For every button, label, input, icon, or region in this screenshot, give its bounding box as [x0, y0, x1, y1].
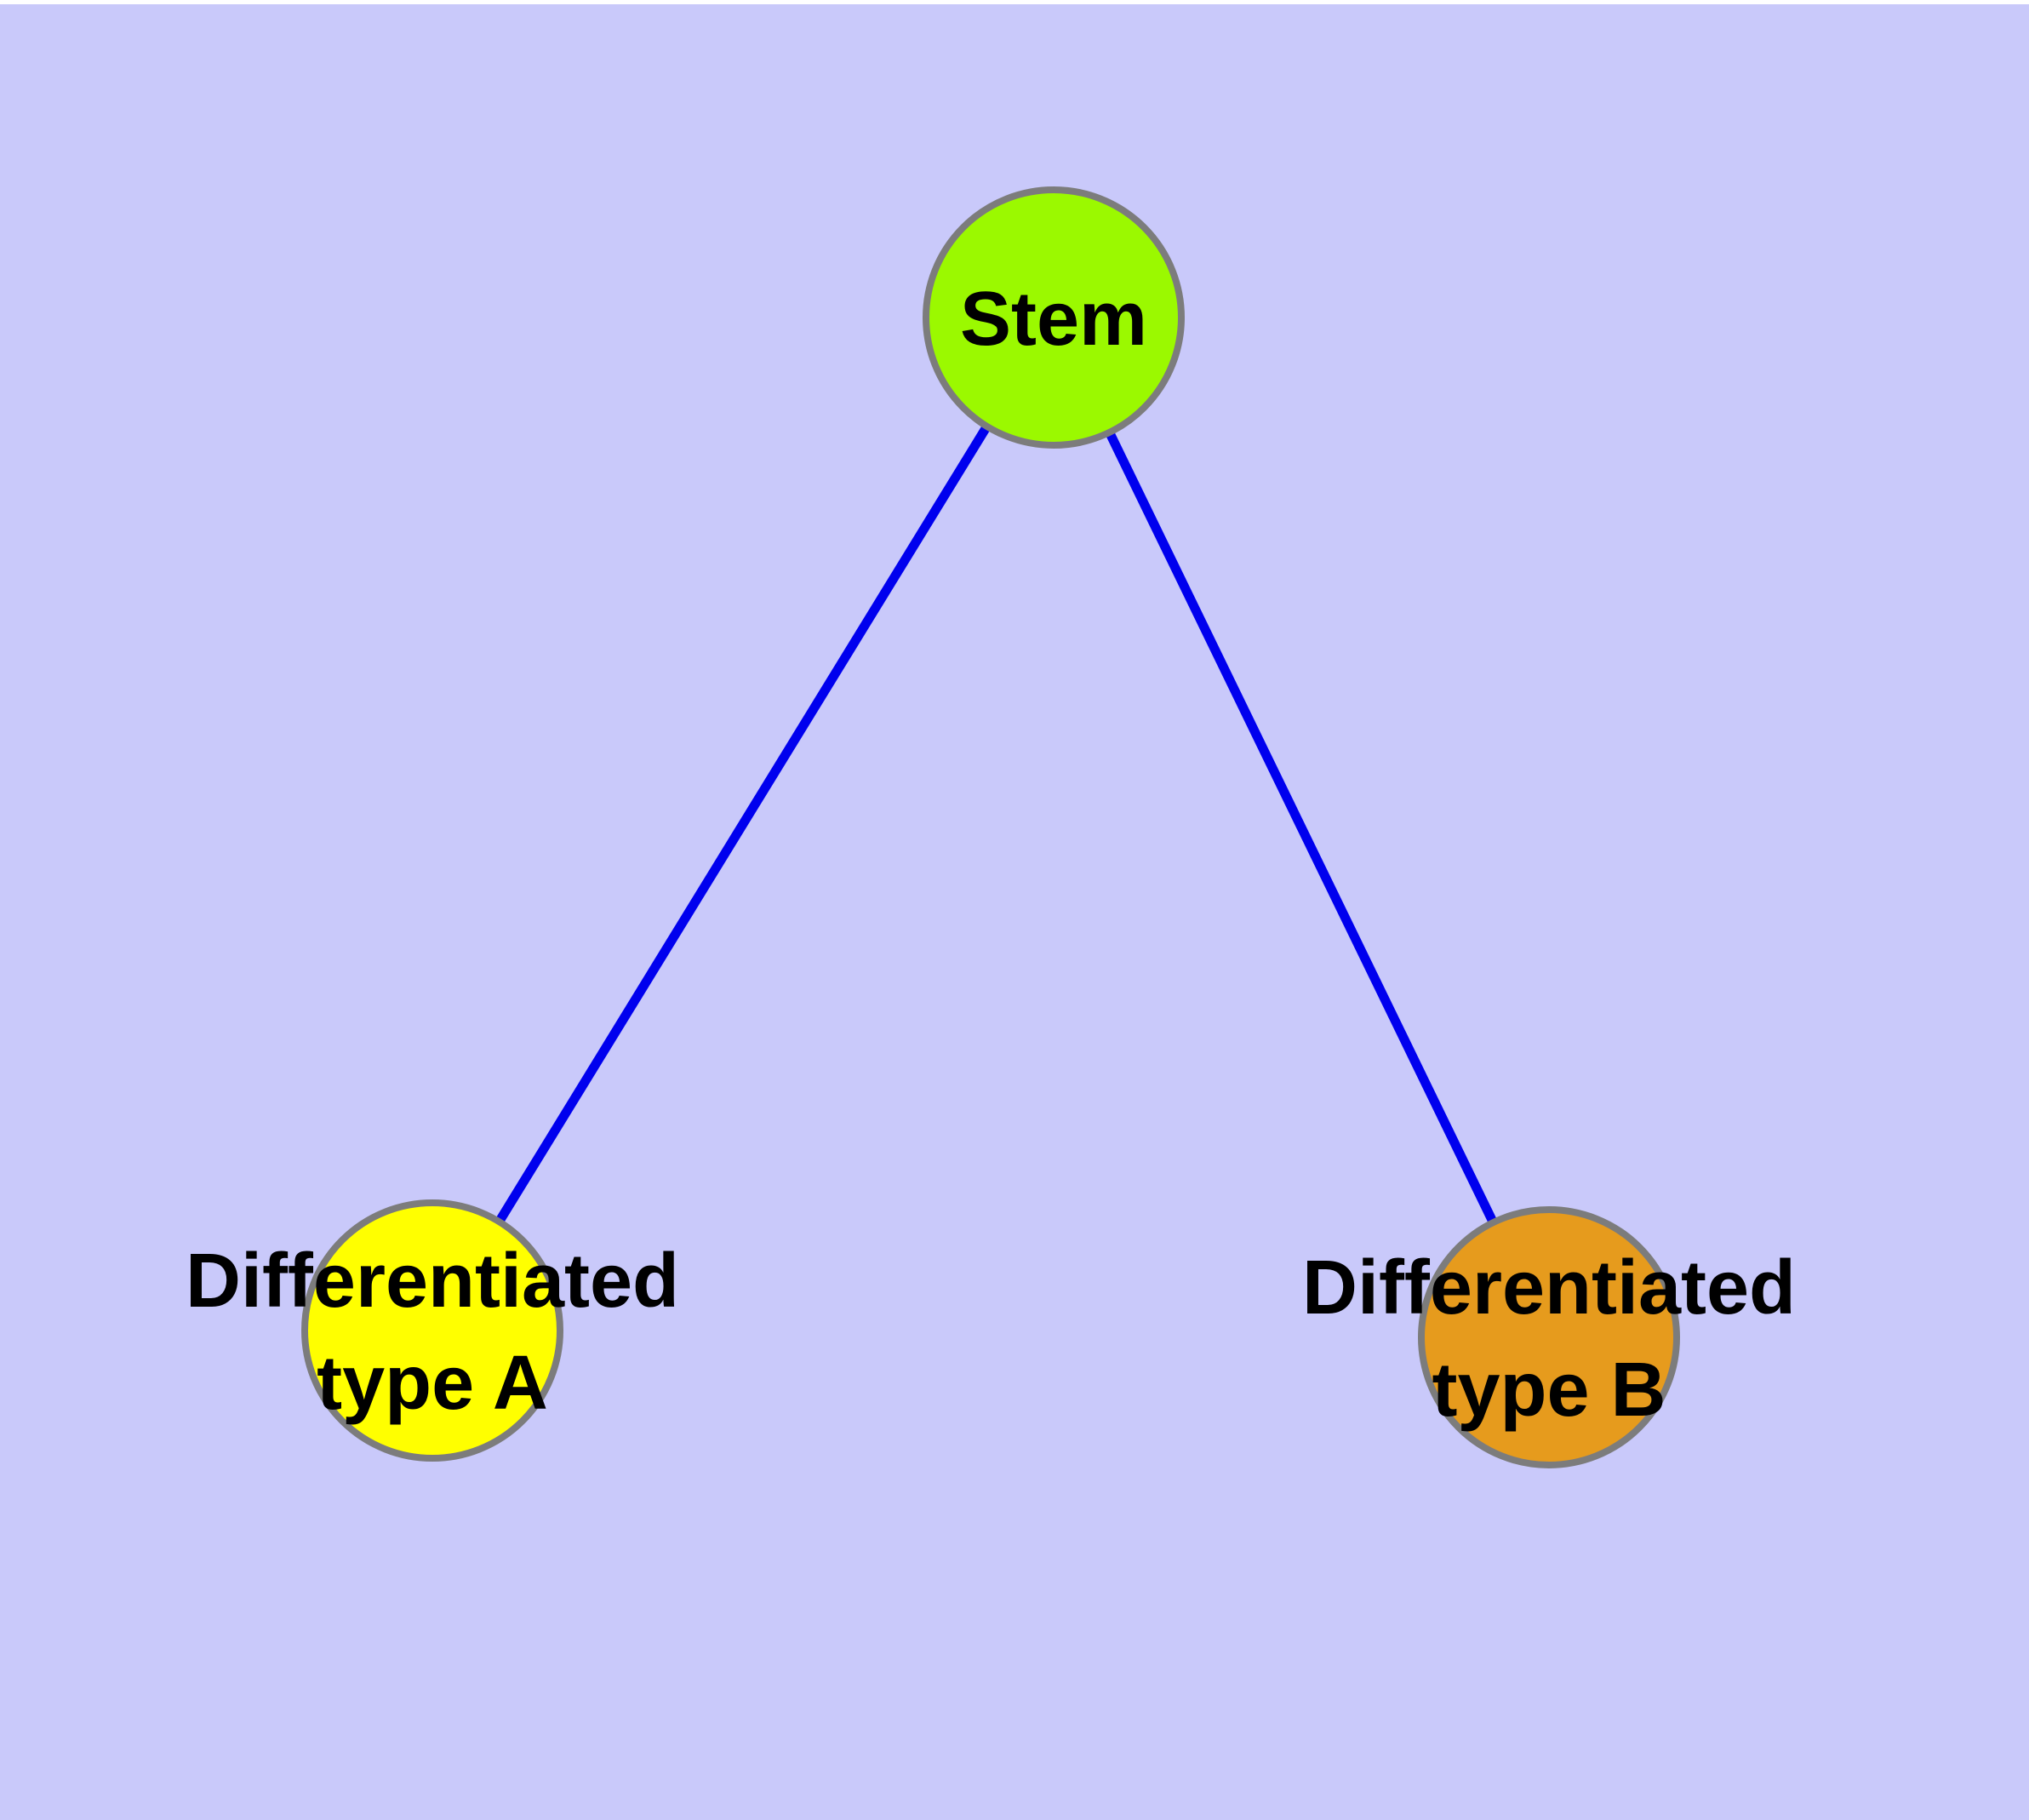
node-differentiated-type-a [301, 1199, 563, 1462]
node-type-a-label-line1: Differentiated [186, 1239, 679, 1324]
top-margin-strip [0, 0, 2029, 4]
node-differentiated-type-b [1418, 1206, 1680, 1468]
node-stem [923, 186, 1185, 449]
edge-stem-to-type-b [1049, 315, 1553, 1340]
edge-stem-to-type-a [428, 315, 1058, 1333]
node-type-a-label-line2: type A [317, 1341, 548, 1426]
node-type-b-label-line1: Differentiated [1302, 1245, 1796, 1331]
node-type-b-label-line2: type B [1432, 1348, 1666, 1433]
node-stem-label: Stem [960, 277, 1147, 362]
